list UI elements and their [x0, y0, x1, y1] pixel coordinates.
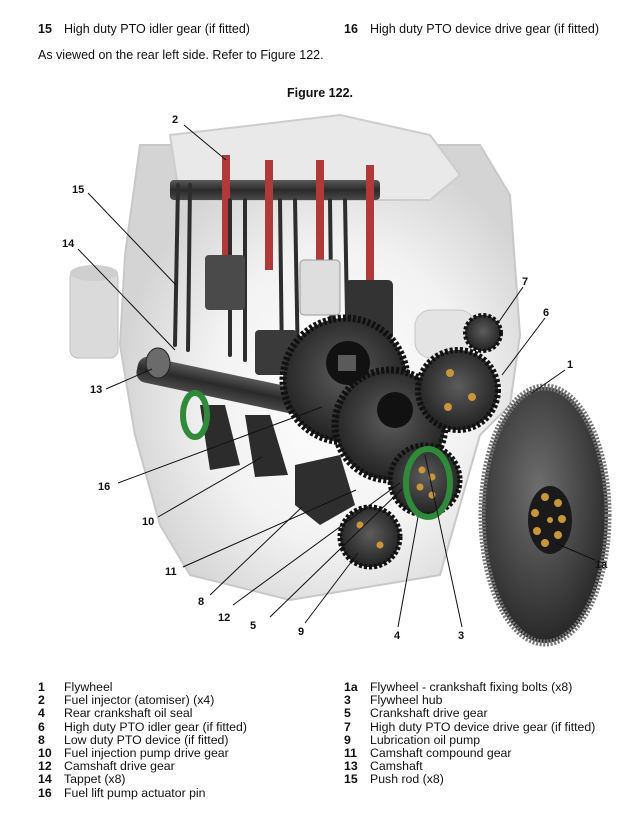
- flywheel-crankshaft-fixing-bolts: [531, 493, 566, 547]
- oil-filter-top: [70, 265, 118, 281]
- legend-text: Camshaft drive gear: [64, 759, 175, 774]
- front-seal: [180, 390, 210, 440]
- legend-number: 2: [38, 693, 45, 708]
- idler-gear-bolts: [444, 369, 476, 411]
- legend-item: 13 Camshaft: [344, 759, 595, 774]
- camshaft-end: [145, 347, 171, 379]
- legend-number: 16: [38, 785, 52, 800]
- legend-item: 14 Tappet (x8): [38, 773, 247, 786]
- legend-number: 8: [38, 732, 45, 747]
- connecting-rods: [200, 405, 288, 477]
- legend-text: Flywheel: [64, 680, 113, 694]
- callout: 14: [62, 238, 75, 250]
- callout: 7: [522, 276, 528, 288]
- callout-labels: 2 15 14 13 16 10 11 8 12 5 9 4 3 1a 1 6 …: [62, 114, 608, 642]
- leader-lines: [77, 124, 596, 628]
- legend-item: 5 Crankshaft drive gear: [344, 707, 595, 720]
- legend-item: 9 Lubrication oil pump: [344, 732, 595, 747]
- engine-figure: 2 15 14 13 16 10 11 8 12 5 9 4 3 1a 1 6 …: [40, 105, 620, 655]
- legend-number: 3: [344, 693, 351, 708]
- legend-text: Push rod (x8): [370, 772, 444, 787]
- engine-illustration: 2 15 14 13 16 10 11 8 12 5 9 4 3 1a 1 6 …: [62, 113, 612, 647]
- legend-item: 12 Camshaft drive gear: [38, 759, 247, 774]
- header-item-16: 16 High duty PTO device drive gear (if fi…: [344, 22, 599, 36]
- callout: 6: [543, 307, 549, 319]
- legend-text: Camshaft compound gear: [370, 745, 512, 760]
- callout: 1a: [595, 559, 608, 571]
- rear-crankshaft-oil-seal: [403, 446, 453, 520]
- legend-text: Tappet (x8): [64, 772, 126, 787]
- callout: 4: [394, 630, 401, 642]
- legend-item: 6 High duty PTO idler gear (if fitted): [38, 719, 247, 734]
- header-item-number: 15: [38, 22, 52, 36]
- callout: 16: [98, 481, 110, 493]
- legend-item: 3 Flywheel hub: [344, 693, 595, 708]
- legend-number: 1: [38, 680, 45, 694]
- camshaft-compound-hub: [377, 392, 413, 428]
- flywheel-hub-bolts: [416, 466, 436, 499]
- legend-item: 2 Fuel injector (atomiser) (x4): [38, 693, 247, 708]
- callout: 9: [298, 626, 304, 638]
- legend-number: 9: [344, 732, 351, 747]
- legend-item: 1 Flywheel: [38, 680, 247, 694]
- legend-text: Crankshaft drive gear: [370, 706, 488, 721]
- legend-number: 5: [344, 706, 351, 721]
- legend-text: Flywheel - crankshaft fixing bolts (x8): [370, 680, 573, 694]
- callout: 12: [218, 612, 230, 624]
- legend-text: Fuel injector (atomiser) (x4): [64, 693, 215, 708]
- legend-text: Lubrication oil pump: [370, 732, 481, 747]
- callout: 10: [142, 516, 154, 528]
- legend-text: Rear crankshaft oil seal: [64, 706, 193, 721]
- header-item-text: High duty PTO idler gear (if fitted): [64, 22, 250, 36]
- legend-item: 11 Camshaft compound gear: [344, 745, 595, 760]
- low-duty-pto-device: [295, 455, 355, 525]
- callout: 13: [90, 384, 102, 396]
- legend-number: 1a: [344, 680, 358, 694]
- callout: 15: [72, 184, 84, 196]
- legend-number: 6: [38, 719, 45, 734]
- rocker-shaft: [170, 180, 380, 200]
- legend-number: 12: [38, 759, 52, 774]
- legend-number: 7: [344, 719, 351, 734]
- legend-text: Flywheel hub: [370, 693, 443, 708]
- legend-item: 16 Fuel lift pump actuator pin: [38, 785, 247, 800]
- callout: 8: [198, 596, 204, 608]
- legend-text: High duty PTO idler gear (if fitted): [64, 719, 247, 734]
- legend-text: Low duty PTO device (if fitted): [64, 732, 229, 747]
- legend-item: 4 Rear crankshaft oil seal: [38, 707, 247, 720]
- figure-title: Figure 122.: [287, 86, 353, 100]
- header-item-number: 16: [344, 22, 358, 36]
- header-item-15: 15 High duty PTO idler gear (if fitted): [38, 22, 250, 36]
- legend-item: 8 Low duty PTO device (if fitted): [38, 732, 247, 747]
- callout: 1: [567, 359, 573, 371]
- callout: 3: [458, 630, 464, 642]
- fuel-injectors: [222, 155, 374, 280]
- callout: 11: [165, 566, 177, 578]
- callout: 5: [250, 620, 256, 632]
- legend-text: High duty PTO device drive gear (if fitt…: [370, 719, 596, 734]
- legend-item: 1a Flywheel - crankshaft fixing bolts (x8…: [344, 680, 595, 694]
- legend-text: Camshaft: [370, 759, 423, 774]
- intro-text: As viewed on the rear left side. Refer t…: [38, 48, 324, 62]
- legend-number: 15: [344, 772, 358, 787]
- legend-number: 4: [38, 706, 45, 721]
- legend-number: 11: [344, 745, 357, 760]
- callout: 2: [172, 114, 178, 126]
- legend-number: 14: [38, 772, 52, 787]
- high-duty-pto-device-drive-gear: [463, 313, 503, 353]
- legend-number: 13: [344, 759, 358, 774]
- high-duty-pto-idler-gear: [415, 347, 501, 433]
- header-item-text: High duty PTO device drive gear (if fitt…: [370, 22, 600, 36]
- lubrication-oil-pump: [337, 504, 403, 570]
- legend-text: Fuel injection pump drive gear: [64, 745, 229, 760]
- legend-item: 15 Push rod (x8): [344, 773, 595, 786]
- legend-item: 10 Fuel injection pump drive gear: [38, 745, 247, 760]
- legend-right-column: 1a Flywheel - crankshaft fixing bolts (x8…: [344, 680, 596, 787]
- legend-number: 10: [38, 745, 52, 760]
- legend-left-column: 1 Flywheel 2 Fuel injector (atomiser) (x4)…: [38, 680, 247, 800]
- oil-pump-bolts: [356, 521, 384, 549]
- gear-hub-nut: [338, 355, 356, 371]
- legend-text: Fuel lift pump actuator pin: [64, 785, 206, 800]
- legend-item: 7 High duty PTO device drive gear (if fit…: [344, 719, 596, 734]
